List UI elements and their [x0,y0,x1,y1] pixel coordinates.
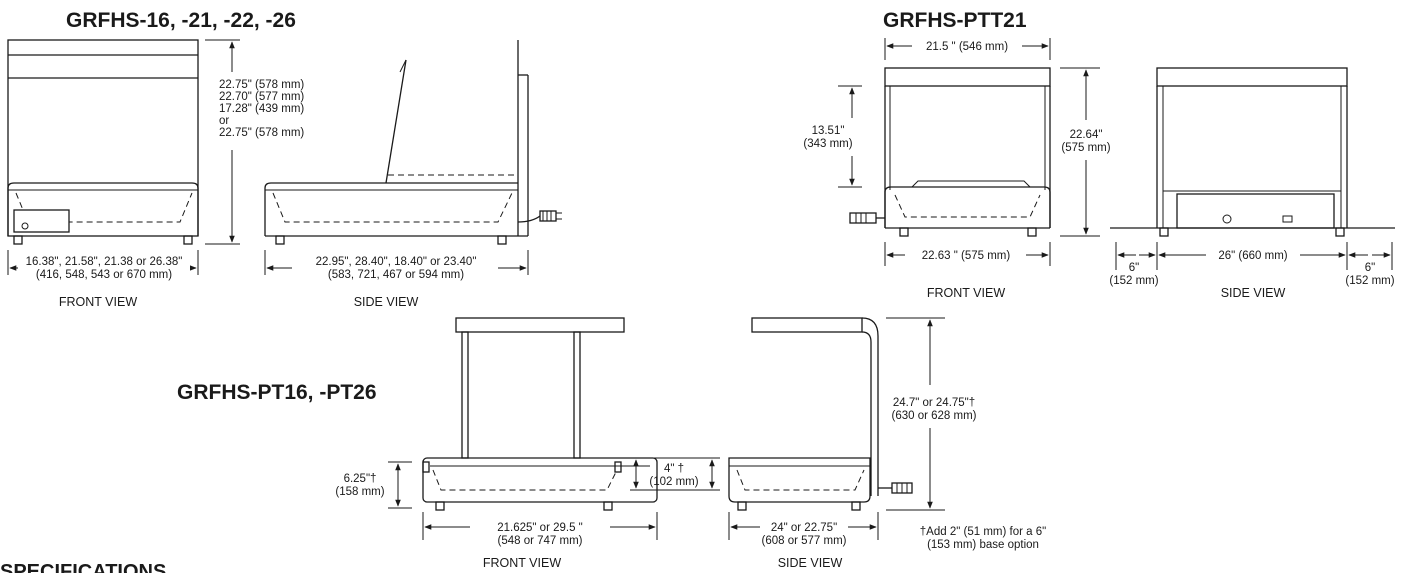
grfhs-height-line-1: 22.75" (578 mm) [219,79,304,91]
grfhs-height-line-3: 17.28" (439 mm) [219,103,304,115]
grfhs-height-line-5: 22.75" (578 mm) [219,127,304,139]
grfhs-side-view [264,40,562,275]
ptt21-front-view [838,38,1100,266]
pt-side-caption: SIDE VIEW [778,556,843,570]
power-plug-icon [539,210,557,222]
ptt21-side-caption: SIDE VIEW [1221,286,1286,300]
ptt21-inner-height-line-1: 13.51" [812,125,845,137]
indicator-light-icon [1222,214,1232,224]
ptt21-top-width: 21.5 " (546 mm) [926,41,1008,53]
pt-height-line-1: 24.7" or 24.75"† [893,397,975,409]
grfhs-front-caption: FRONT VIEW [59,295,137,309]
grfhs-front-view [7,39,240,275]
ptt21-side-depth: 26" (660 mm) [1218,250,1287,262]
switch-icon [1282,215,1293,223]
pt-depth-line-2: (608 or 577 mm) [761,535,846,547]
ptt21-side-left-line-1: 6" [1129,262,1139,274]
ptt21-inner-height-line-2: (343 mm) [803,138,852,150]
pt-width-line-2: (548 or 747 mm) [497,535,582,547]
pt-note-line-1: †Add 2" (51 mm) for a 6" [920,526,1046,538]
pt-gap-line-1: 4" † [664,463,684,475]
ptt21-side-right-line-1: 6" [1365,262,1375,274]
grfhs-depth-line-2: (583, 721, 467 or 594 mm) [328,269,464,281]
pt-height-line-2: (630 or 628 mm) [891,410,976,422]
power-switch-icon [21,222,29,230]
control-box [13,209,70,233]
title-grfhs-pt: GRFHS-PT16, -PT26 [177,381,377,404]
pt-gap-line-2: (102 mm) [649,476,698,488]
ptt21-front-caption: FRONT VIEW [927,286,1005,300]
grfhs-depth-line-1: 22.95", 28.40", 18.40" or 23.40" [316,256,477,268]
title-grfhs-ptt21: GRFHS-PTT21 [883,9,1027,32]
ptt21-height-line-1: 22.64" [1070,129,1103,141]
ptt21-side-left-line-2: (152 mm) [1109,275,1158,287]
pt-note-line-2: (153 mm) base option [927,539,1039,551]
pt-front-view [388,317,720,540]
ptt21-height-line-2: (575 mm) [1061,142,1110,154]
pt-base-height-line-1: 6.25"† [344,473,377,485]
pt-side-view [728,317,945,540]
ptt21-side-right-line-2: (152 mm) [1345,275,1394,287]
grfhs-height-line-4: or [219,115,229,127]
title-grfhs: GRFHS-16, -21, -22, -26 [66,9,296,32]
pt-width-line-1: 21.625" or 29.5 " [497,522,583,534]
ptt21-base-width: 22.63 " (575 mm) [922,250,1011,262]
ptt21-side-view [1110,67,1395,270]
pt-front-caption: FRONT VIEW [483,556,561,570]
section-heading: SPECIFICATIONS [0,561,166,573]
grfhs-height-line-2: 22.70" (577 mm) [219,91,304,103]
grfhs-width-line-1: 16.38", 21.58", 21.38 or 26.38" [26,256,183,268]
grfhs-width-line-2: (416, 548, 543 or 670 mm) [36,269,172,281]
grfhs-side-caption: SIDE VIEW [354,295,419,309]
pt-depth-line-1: 24" or 22.75" [771,522,837,534]
ptt21-power-plug-icon [849,212,877,224]
pt-base-height-line-2: (158 mm) [335,486,384,498]
